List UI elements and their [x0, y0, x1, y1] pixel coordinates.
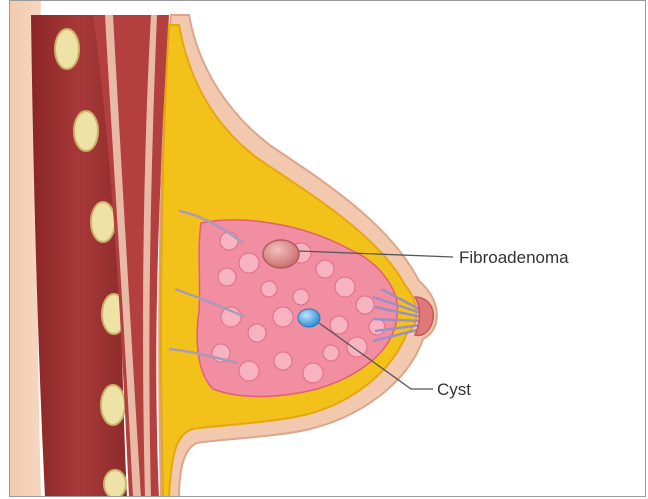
cyst-label: Cyst [437, 380, 471, 399]
diagram-frame: Fibroadenoma Cyst [9, 0, 646, 497]
cyst-mass [298, 309, 320, 327]
fibroadenoma-mass [263, 240, 299, 268]
fibroadenoma-label: Fibroadenoma [459, 248, 569, 267]
breast-anatomy-illustration: Fibroadenoma Cyst [10, 1, 646, 497]
